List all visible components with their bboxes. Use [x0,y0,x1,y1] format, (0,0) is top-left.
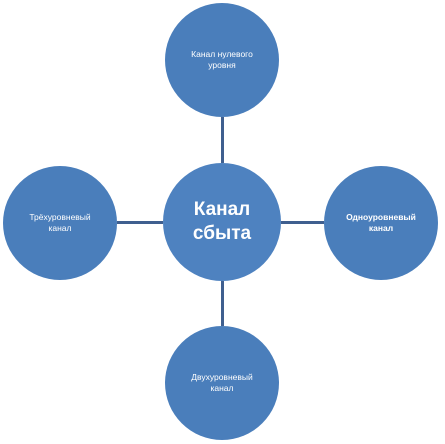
connector-top [221,117,224,163]
node-three-level-channel-label: Трёхуровневый канал [29,211,91,233]
node-one-level-channel: Одноуровневый канал [324,166,438,280]
node-two-level-channel: Двухуровневый канал [165,326,279,440]
node-three-level-channel: Трёхуровневый канал [3,166,117,280]
node-two-level-channel-label: Двухуровневый канал [191,371,253,393]
connector-right [281,221,324,224]
node-one-level-channel-label: Одноуровневый канал [346,211,416,233]
connector-bottom [221,281,224,326]
node-zero-level-channel-label: Канал нулевого уровня [191,48,253,70]
node-sales-channel: Канал сбыта [163,163,281,281]
node-zero-level-channel: Канал нулевого уровня [165,3,279,117]
node-sales-channel-label: Канал сбыта [192,199,252,244]
connector-left [117,221,163,224]
